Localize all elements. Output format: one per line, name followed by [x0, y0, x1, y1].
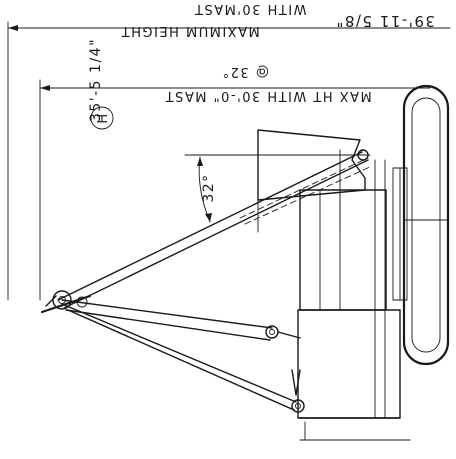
side-value-label: 35'-5 1/4" — [88, 38, 104, 122]
angle-construction — [184, 154, 371, 223]
machine-body — [257, 129, 411, 441]
top-value-label: 39'-11 5/8" — [335, 12, 435, 30]
top-note-1: WITH 30'MAST — [194, 1, 307, 16]
svg-text:@ 32°: @ 32° — [221, 64, 269, 79]
svg-text:39'-11 5/8": 39'-11 5/8" — [335, 12, 435, 30]
svg-text:MAXIMUM HEIGHT: MAXIMUM HEIGHT — [120, 23, 260, 38]
mid-note-label: MAX HT WITH 30'-0" MAST — [164, 88, 372, 103]
angle-label: 32° — [201, 173, 217, 202]
lower-brace — [61, 303, 305, 413]
svg-text:MAX HT WITH 30'-0" MAST: MAX HT WITH 30'-0" MAST — [164, 88, 372, 103]
svg-text:WITH 30'MAST: WITH 30'MAST — [194, 1, 307, 16]
mast-boom — [57, 149, 373, 309]
svg-text:32°: 32° — [201, 173, 217, 202]
svg-text:H: H — [96, 112, 111, 123]
top-dimension — [7, 21, 451, 301]
circle-h-marker: H — [90, 106, 114, 130]
lift-strut — [61, 299, 301, 341]
boom-pivot — [40, 290, 92, 314]
svg-text:35'-5 1/4": 35'-5 1/4" — [88, 38, 104, 122]
mid-value-label: @ 32° — [221, 64, 269, 79]
crawler-track — [402, 84, 450, 366]
top-note-2: MAXIMUM HEIGHT — [120, 23, 260, 38]
